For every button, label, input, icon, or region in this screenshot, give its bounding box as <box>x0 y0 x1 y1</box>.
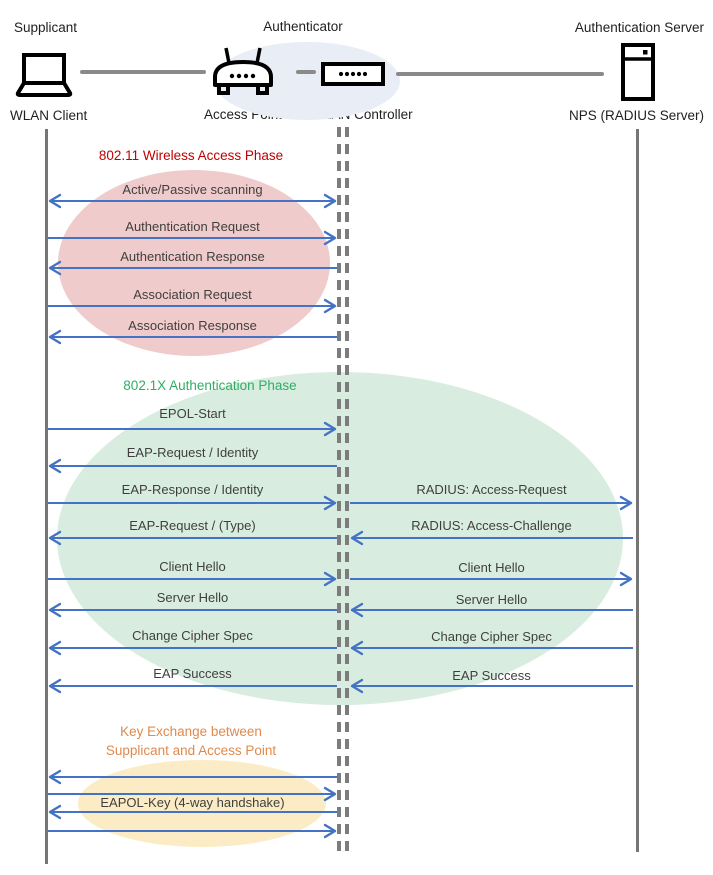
message-label: Server Hello <box>455 592 528 607</box>
message-arrow <box>48 298 337 314</box>
laptop-icon <box>15 53 73 97</box>
message-label: RADIUS: Access-Request <box>416 482 567 497</box>
message-label: Association Request <box>133 287 252 302</box>
message-arrow <box>48 571 337 587</box>
lifeline-authenticator-dashed-1 <box>337 127 341 857</box>
lifeline-authenticator-dashed-2 <box>345 127 349 857</box>
message-arrow <box>48 329 337 345</box>
message-label: RADIUS: Access-Challenge <box>411 518 572 533</box>
device-label-wlan-client: WLAN Client <box>10 108 88 123</box>
connector-controller-server <box>396 72 604 76</box>
message-arrow <box>48 421 337 437</box>
message-label: Authentication Request <box>125 219 260 234</box>
message-arrow <box>350 602 633 618</box>
message-label: EAP-Response / Identity <box>121 482 264 497</box>
message-label: Server Hello <box>156 590 229 605</box>
phase-title-key-exchange-line1: Key Exchange between <box>120 724 262 739</box>
role-label-supplicant: Supplicant <box>14 20 78 35</box>
message-label: Client Hello <box>159 559 226 574</box>
message-arrow <box>48 804 337 820</box>
message-arrow <box>350 495 633 511</box>
message-arrow <box>48 678 337 694</box>
message-arrow <box>48 530 337 546</box>
phase-title-key-exchange-line2: Supplicant and Access Point <box>105 743 277 758</box>
message-label: EAP-Request / Identity <box>126 445 259 460</box>
message-arrow <box>48 786 337 802</box>
message-arrow <box>48 640 337 656</box>
wlan-controller-icon <box>321 62 385 86</box>
message-label: Change Cipher Spec <box>132 628 253 643</box>
message-label: EPOL-Start <box>159 406 226 421</box>
role-label-authenticator: Authenticator <box>263 19 343 34</box>
phase-title-80211: 802.11 Wireless Access Phase <box>98 148 284 163</box>
phase-title-key-exchange: Key Exchange between Supplicant and Acce… <box>45 722 337 760</box>
message-arrow <box>48 823 337 839</box>
message-arrow <box>48 230 337 246</box>
connector-client-ap <box>80 70 206 74</box>
message-arrow <box>48 602 337 618</box>
message-arrow <box>350 571 633 587</box>
message-label: Client Hello <box>458 560 525 575</box>
message-label: EAP Success <box>452 668 531 683</box>
lifeline-radius-server <box>636 129 639 852</box>
server-icon <box>621 43 655 101</box>
connector-ap-controller <box>296 70 316 74</box>
message-label: Association Response <box>128 318 257 333</box>
message-arrow <box>48 260 337 276</box>
message-label: Authentication Response <box>120 249 265 264</box>
access-point-icon <box>213 47 273 95</box>
message-arrow <box>350 530 633 546</box>
message-arrow <box>48 769 337 785</box>
lifeline-wlan-client <box>45 129 48 864</box>
message-label: EAPOL-Key (4-way handshake) <box>100 795 285 810</box>
message-arrow <box>350 678 633 694</box>
phase-ellipse-key-exchange <box>78 760 326 847</box>
message-label: Change Cipher Spec <box>431 629 552 644</box>
message-label: EAP-Request / (Type) <box>129 518 256 533</box>
message-label: EAP Success <box>153 666 232 681</box>
message-label: Active/Passive scanning <box>122 182 263 197</box>
message-arrow <box>48 495 337 511</box>
role-label-authentication-server: Authentication Server <box>574 20 704 35</box>
device-label-nps-radius-server: NPS (RADIUS Server) <box>568 108 704 123</box>
phase-title-8021x: 802.1X Authentication Phase <box>123 378 297 393</box>
message-arrow <box>350 640 633 656</box>
message-arrow <box>48 458 337 474</box>
message-arrow <box>48 193 337 209</box>
